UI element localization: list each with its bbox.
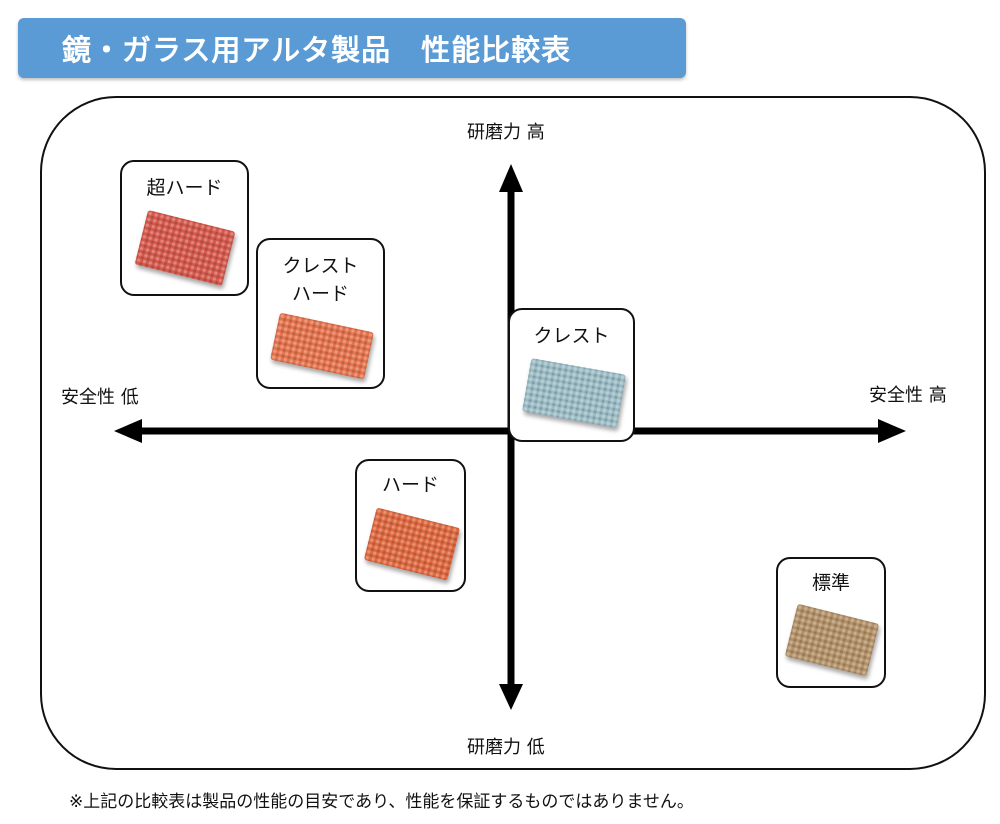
- product-card-standard: 標準: [776, 557, 886, 688]
- pad-image: [134, 209, 236, 287]
- product-label: ハード: [381, 474, 439, 496]
- axis-label-safety-high: 安全性 高: [869, 385, 947, 406]
- axis-label-polish-low: 研磨力 低: [467, 737, 545, 758]
- product-label: クレスト ハード: [282, 255, 359, 305]
- diagram-frame: [40, 96, 986, 770]
- disclaimer-note: ※上記の比較表は製品の性能の目安であり、性能を保証するものではありません。: [69, 792, 694, 812]
- page-title: 鏡・ガラス用アルタ製品 性能比較表: [62, 33, 572, 67]
- arrow-down-icon: [499, 684, 523, 710]
- arrow-up-icon: [499, 164, 523, 192]
- arrow-left-icon: [114, 419, 142, 443]
- product-card-crest: クレスト: [508, 308, 635, 442]
- pad-image: [784, 603, 880, 677]
- pad-image: [270, 312, 374, 380]
- axis-label-polish-high: 研磨力 高: [467, 122, 545, 143]
- arrow-right-icon: [878, 419, 906, 443]
- axis-label-safety-low: 安全性 低: [61, 387, 139, 408]
- product-card-ultra-hard: 超ハード: [120, 160, 249, 296]
- product-label: 標準: [811, 572, 850, 594]
- product-label: クレスト: [533, 325, 610, 347]
- pad-image: [363, 507, 461, 581]
- product-card-crest-hard: クレスト ハード: [256, 238, 385, 389]
- product-card-hard: ハード: [355, 459, 466, 592]
- title-banner: 鏡・ガラス用アルタ製品 性能比較表: [18, 18, 686, 78]
- pad-image: [522, 358, 626, 428]
- product-label: 超ハード: [146, 177, 223, 199]
